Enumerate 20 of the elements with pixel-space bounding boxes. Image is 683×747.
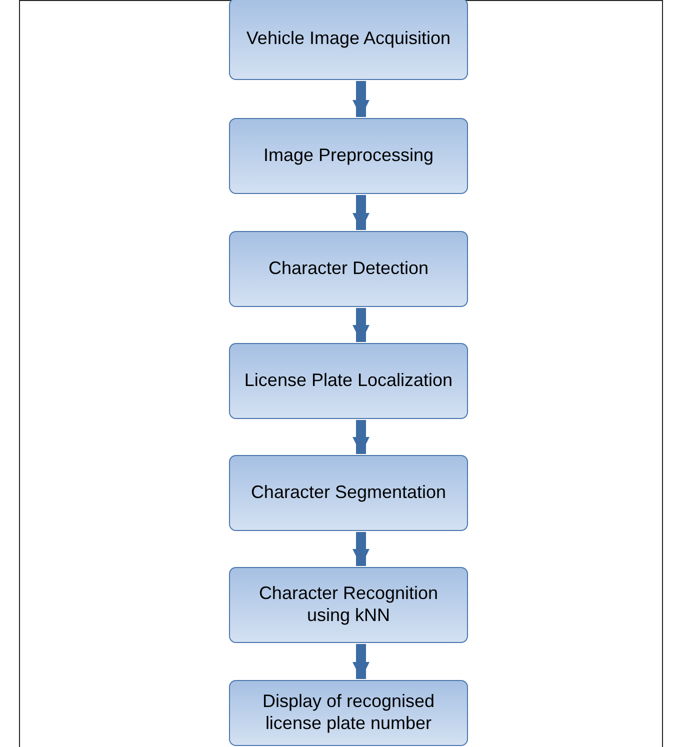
step-label: Character Segmentation — [250, 482, 446, 504]
arrow — [352, 195, 370, 230]
process-box — [229, 343, 468, 419]
process-box — [229, 118, 468, 194]
process-box — [229, 567, 468, 643]
arrow — [352, 81, 370, 117]
arrow — [352, 532, 370, 566]
arrow — [352, 420, 370, 454]
step-label: Display of recognised license plate number — [261, 691, 436, 735]
arrow — [352, 308, 370, 342]
step-label: Character Detection — [268, 258, 429, 280]
process-box — [229, 0, 468, 80]
step-label: Vehicle Image Acquisition — [246, 28, 451, 50]
process-box — [229, 680, 468, 746]
arrow — [352, 644, 370, 679]
step-label: Image Preprocessing — [263, 145, 434, 167]
process-box — [229, 455, 468, 531]
process-box — [229, 231, 468, 307]
step-label: Character Recognition using kNN — [258, 583, 440, 627]
step-label: License Plate Localization — [244, 370, 453, 392]
